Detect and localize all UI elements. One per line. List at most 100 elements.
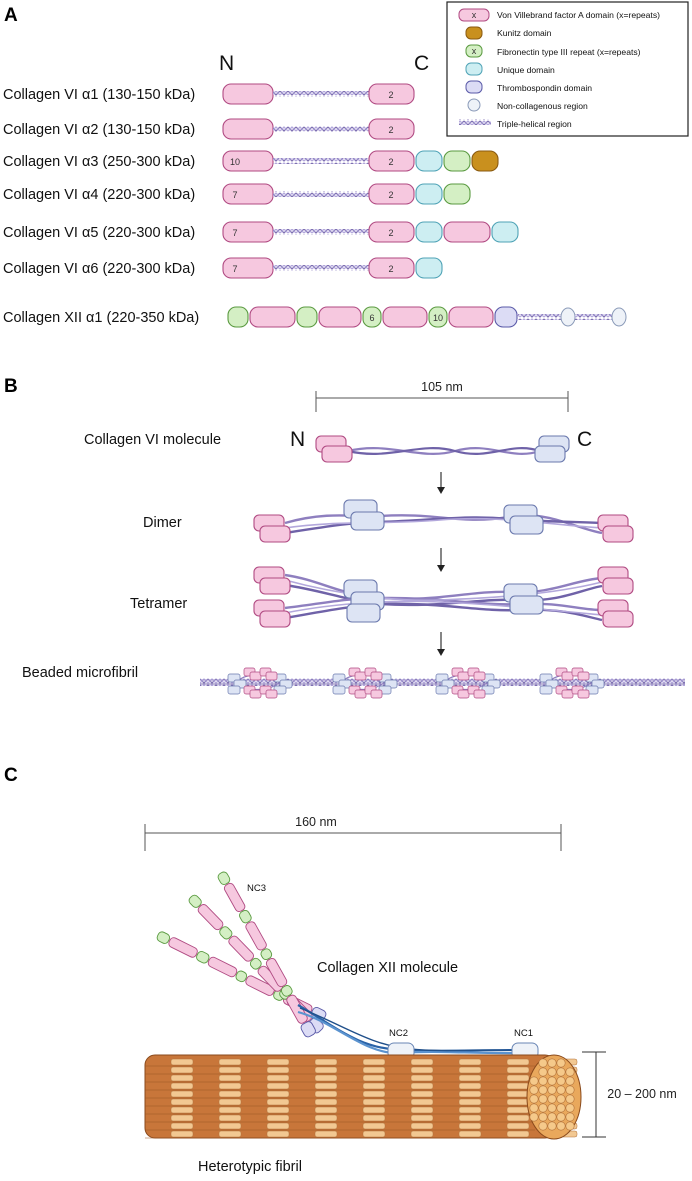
repeat-count: 2 <box>388 190 393 200</box>
vwa-domain <box>207 956 238 978</box>
dimer <box>253 499 634 543</box>
tetramer <box>253 566 634 628</box>
stage-label-microfibril: Beaded microfibril <box>22 665 138 681</box>
fibril-band <box>218 1114 242 1122</box>
repeat-count: 7 <box>232 190 237 200</box>
fibril-band <box>458 1058 482 1066</box>
vwa-domain <box>228 935 255 962</box>
fibril-band <box>410 1074 434 1082</box>
fibril-band <box>410 1122 434 1130</box>
fibril-band <box>458 1130 482 1138</box>
legend-label-non-collagenous: Non-collagenous region <box>497 101 588 111</box>
fn3-domain <box>217 871 231 885</box>
vwa-domain <box>368 257 415 279</box>
fibril-diameter-label: 20 – 200 nm <box>607 1087 677 1101</box>
fibril-band <box>458 1082 482 1090</box>
fibril-band <box>218 1066 242 1074</box>
repeat-count: 2 <box>388 157 393 167</box>
panel-b-scale-label: 105 nm <box>421 380 463 394</box>
legend-label-fibronectin: Fibronectin type III repeat (x=repeats) <box>497 47 641 57</box>
vwa-domain-icon: x <box>458 8 490 22</box>
fibril-band <box>362 1130 386 1138</box>
diameter-bracket <box>582 1051 606 1138</box>
kunitz-domain-icon <box>465 26 483 40</box>
chain-row: Collagen VI α2 (130-150 kDa)2 <box>3 118 415 140</box>
triple-helix <box>273 91 369 97</box>
collagen-xii-arm <box>217 871 316 1038</box>
vwa-domain <box>245 921 267 951</box>
legend: x Von Villebrand factor A domain (x=repe… <box>446 1 689 137</box>
fibril-band <box>506 1058 530 1066</box>
unique-domain <box>415 183 443 205</box>
fibril-band <box>314 1098 338 1106</box>
arrow-icon <box>437 548 445 572</box>
vwa-domain <box>368 183 415 205</box>
fibril-band <box>506 1098 530 1106</box>
repeat-count: 10 <box>230 157 240 167</box>
fibril-band <box>410 1106 434 1114</box>
fn3-domain <box>239 909 252 924</box>
fn3-domain <box>443 183 471 205</box>
fn3-domain <box>260 948 273 961</box>
fibril-band <box>410 1098 434 1106</box>
fn3-domain <box>249 957 262 970</box>
fibril-band <box>170 1122 194 1130</box>
fibril-band <box>266 1066 290 1074</box>
panel-a-n-terminus: N <box>219 52 234 75</box>
legend-label-unique: Unique domain <box>497 65 555 75</box>
fibril-band <box>362 1074 386 1082</box>
chain-label: Collagen VI α1 (130-150 kDa) <box>3 87 195 103</box>
collagen-vi-molecule <box>315 435 570 463</box>
fibril-band <box>266 1106 290 1114</box>
kunitz-domain <box>471 150 499 172</box>
fn3-domain <box>280 985 293 997</box>
heterotypic-fibril <box>144 1054 582 1140</box>
repeat-count: 2 <box>388 228 393 238</box>
fibril-band <box>266 1130 290 1138</box>
fibril-band <box>314 1066 338 1074</box>
fibril-band <box>314 1090 338 1098</box>
unique-domain <box>415 221 443 243</box>
fn3-domain <box>156 931 171 944</box>
chain-label-col12a1: Collagen XII α1 (220-350 kDa) <box>3 310 199 326</box>
collagen-xii-arm <box>156 931 327 1023</box>
triple-helix <box>273 126 369 132</box>
fibril-band <box>266 1098 290 1106</box>
col12-fn3-repeats-10: 10 <box>433 313 443 323</box>
fibril-band <box>218 1098 242 1106</box>
chain-label: Collagen VI α2 (130-150 kDa) <box>3 122 195 138</box>
beaded-microfibril <box>200 667 685 699</box>
vwa-domain <box>197 904 224 931</box>
panel-b-scale-bar <box>315 391 569 412</box>
vwa-domain <box>222 257 274 279</box>
vwa-domain <box>168 937 198 958</box>
vwa-domain <box>368 83 415 105</box>
fibril-band <box>506 1130 530 1138</box>
fibril-band <box>362 1122 386 1130</box>
col12-fn3-repeats-6: 6 <box>369 313 374 323</box>
fibril-band <box>266 1082 290 1090</box>
fibril-band <box>314 1122 338 1130</box>
fn3-domain <box>235 970 248 983</box>
fibril-band <box>266 1058 290 1066</box>
panel-b-letter: B <box>4 376 18 397</box>
vwa-domain <box>222 118 274 140</box>
fibril-band <box>458 1114 482 1122</box>
arrow-icon <box>437 632 445 656</box>
fibril-band <box>314 1114 338 1122</box>
panel-c-scale-bar <box>144 824 562 851</box>
fibril-band <box>314 1082 338 1090</box>
fibril-band <box>218 1082 242 1090</box>
col12a1-chain: 6 10 <box>227 306 627 328</box>
thrombospondin-domain-icon <box>465 80 483 94</box>
chain-label: Collagen VI α6 (220-300 kDa) <box>3 261 195 277</box>
panel-a-letter: A <box>4 5 18 26</box>
triple-helix <box>273 158 369 164</box>
fibril-band <box>506 1074 530 1082</box>
fibril-band <box>266 1122 290 1130</box>
